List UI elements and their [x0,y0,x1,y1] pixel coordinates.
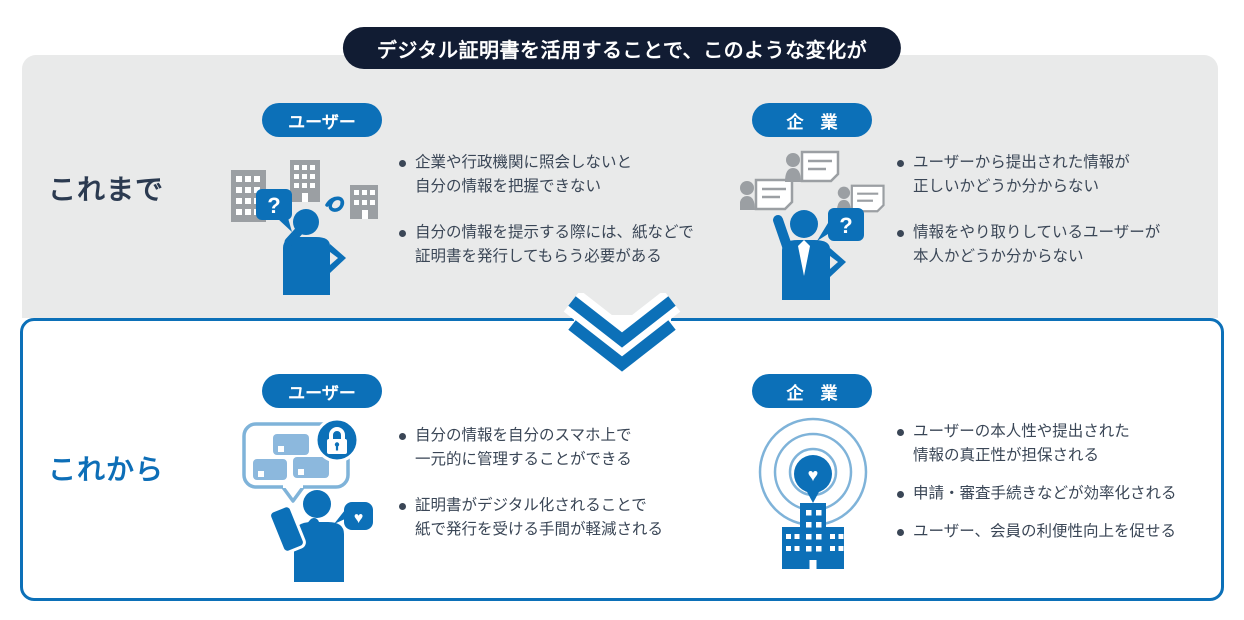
badge-label: 企 業 [786,383,838,403]
smartphone-wallet-icon: ♥ [242,417,373,582]
bullet-item: 自分の情報を自分のスマホ上で 一元的に管理することができる [398,424,718,472]
before-section-panel [22,55,1218,318]
before-user-bullets: 企業や行政機関に照会しないと 自分の情報を把握できない 自分の情報を提示する際に… [398,151,718,291]
bullet-item: 申請・審査手続きなどが効率化される [896,482,1241,506]
before-company-bullets: ユーザーから提出された情報が 正しいかどうか分からない 情報をやり取りしているユ… [896,151,1236,291]
question-mark-glyph: ? [267,193,280,218]
heart-bubble-icon: ♥ [334,502,373,530]
bullet-item: 自分の情報を提示する際には、紙などで 証明書を発行してもらう必要がある [398,221,718,269]
confusion-squiggle-icon [325,196,345,212]
question-bubble-icon: ? [256,189,292,232]
badge-label: ユーザー [288,112,356,132]
question-bubble-icon: ? [817,208,864,241]
businessman-icon [773,210,846,300]
bullet-item: ユーザー、会員の利便性向上を促せる [896,520,1241,544]
badge-label: ユーザー [288,383,356,403]
badge-label: 企 業 [786,112,838,132]
badge-company-before: 企 業 [752,103,872,137]
trusted-company-icon: ♥ [758,417,868,569]
after-label: これから [48,454,165,485]
company-unsure-icon: ? [740,150,885,300]
confused-user-buildings-icon: ? [231,160,378,295]
badge-user-before: ユーザー [262,103,382,137]
person-with-phone-icon [268,490,344,582]
header-banner: デジタル証明書を活用することで、このような変化が [342,27,902,69]
header-title: デジタル証明書を活用することで、このような変化が [376,39,868,62]
before-label: これまで [48,174,165,205]
after-user-bullets: 自分の情報を自分のスマホ上で 一元的に管理することができる 証明書がデジタル化さ… [398,424,718,564]
badge-company-after: 企 業 [752,374,872,408]
heart-pin-icon: ♥ [794,455,832,503]
after-company-bullets: ユーザーの本人性や提出された 情報の真正性が担保される 申請・審査手続きなどが効… [896,420,1241,558]
thinking-person-icon [283,209,346,295]
user-documents-icon [740,150,885,213]
smartphone-icon [268,504,306,554]
bullet-item: 企業や行政機関に照会しないと 自分の情報を把握できない [398,151,718,199]
building-icon [782,503,844,569]
badge-user-after: ユーザー [262,374,382,408]
double-down-chevron-icon [563,293,681,375]
bullet-item: 情報をやり取りしているユーザーが 本人かどうか分からない [896,221,1236,269]
question-mark-glyph: ? [839,213,852,238]
bullet-item: 証明書がデジタル化されることで 紙で発行を受ける手間が軽減される [398,494,718,542]
bullet-item: ユーザーの本人性や提出された 情報の真正性が担保される [896,420,1241,468]
bullet-item: ユーザーから提出された情報が 正しいかどうか分からない [896,151,1236,199]
heart-glyph: ♥ [354,510,364,527]
lock-icon [314,417,360,463]
heart-glyph: ♥ [808,465,819,485]
